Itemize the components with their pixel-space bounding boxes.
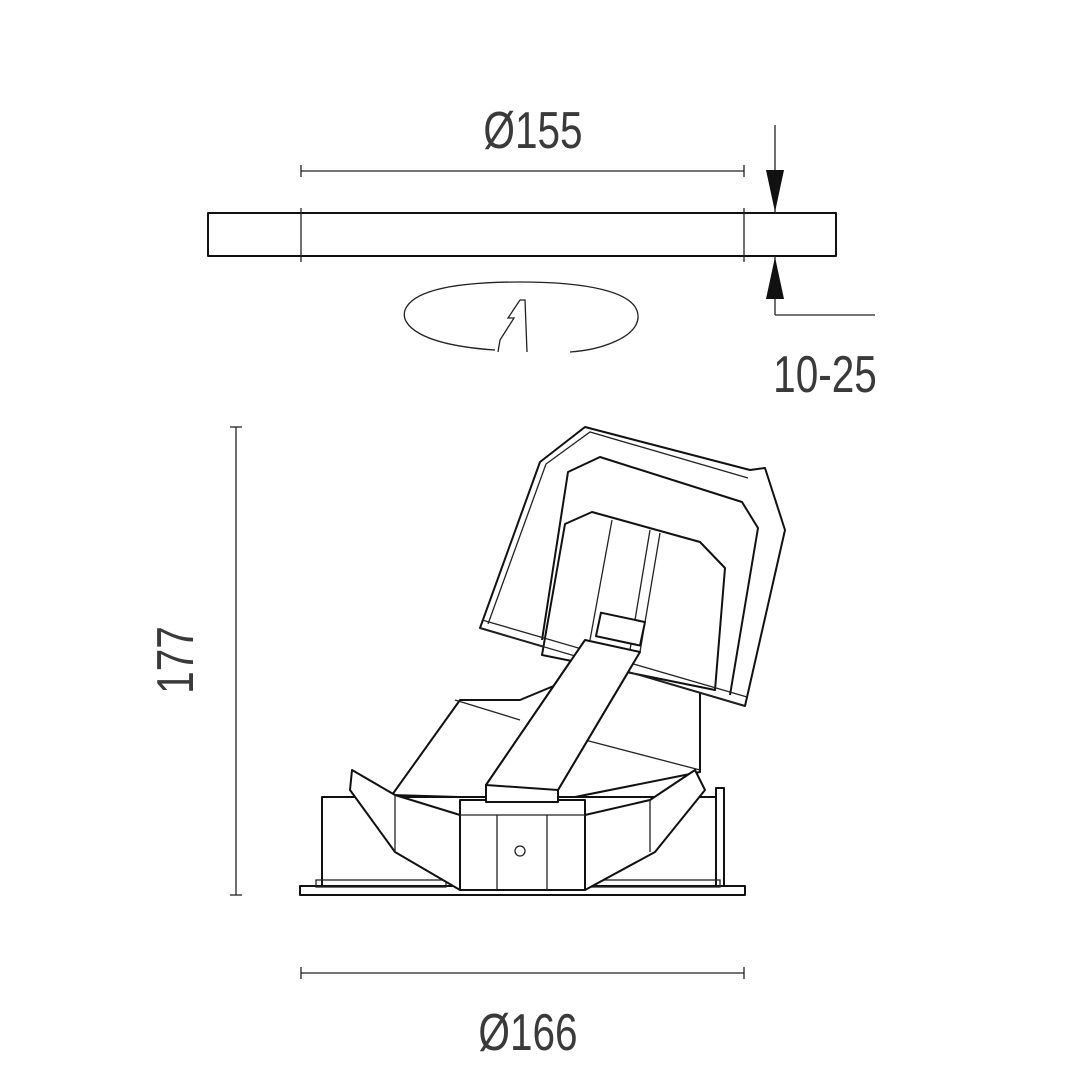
arrow-up-icon bbox=[766, 257, 784, 299]
screw-hole-icon bbox=[514, 845, 526, 857]
trim-height-label: 10-25 bbox=[773, 345, 877, 403]
trim-height-dimension: 10-25 bbox=[766, 125, 877, 403]
bottom-diameter-dimension: Ø166 bbox=[300, 967, 745, 1061]
total-height-label: 177 bbox=[146, 626, 204, 694]
bottom-diameter-label: Ø166 bbox=[478, 1003, 577, 1061]
top-diameter-label: Ø155 bbox=[483, 101, 582, 159]
total-height-dimension: 177 bbox=[146, 426, 242, 896]
downlight-fixture bbox=[299, 426, 786, 896]
rotation-symbol-icon bbox=[403, 281, 639, 353]
top-diameter-dimension: Ø155 bbox=[300, 101, 745, 177]
arrow-down-icon bbox=[766, 170, 784, 212]
trim-ring-side-view bbox=[207, 208, 837, 262]
